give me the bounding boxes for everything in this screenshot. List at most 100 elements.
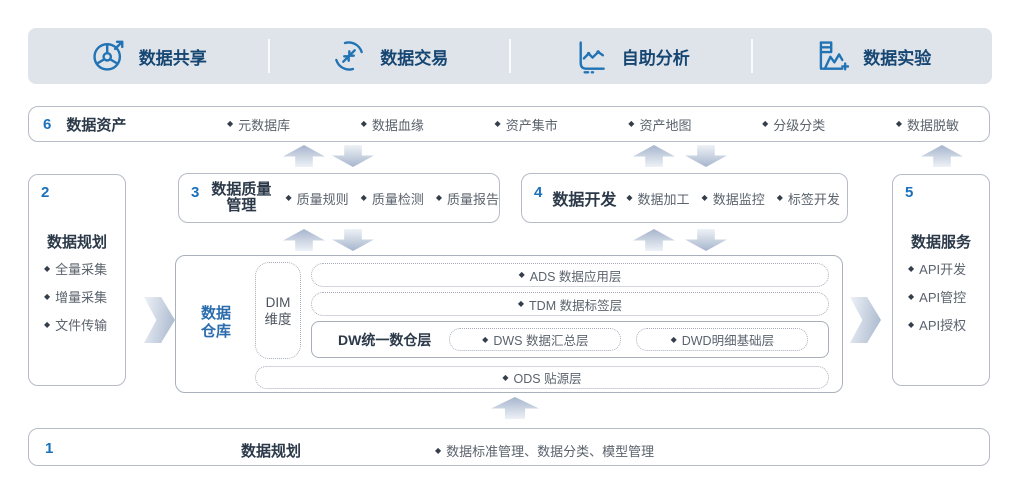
list-item: ◆ 全量采集: [44, 259, 107, 278]
dim-line2: 维度: [264, 311, 292, 327]
item-label: 分级分类: [773, 117, 826, 133]
section-title: 数据质量管理: [207, 182, 275, 214]
diamond-bullet-icon: ◆: [701, 193, 708, 202]
data-collect-box: 2 数据规划 ◆全量采集 ◆增量采集 ◆文件传输: [28, 174, 126, 386]
list-item: ◆ 元数据库: [227, 115, 290, 134]
item-label: 数据血缘: [371, 117, 424, 133]
arrow-right-icon: [850, 297, 881, 343]
title-line2: 仓库: [200, 323, 231, 340]
section-title: 数据规划: [46, 234, 107, 251]
arrow-right-icon: [144, 297, 175, 343]
list-item: ◆ 质量规则: [285, 189, 348, 208]
diamond-bullet-icon: ◆: [494, 119, 501, 128]
diamond-bullet-icon: ◆: [435, 193, 442, 202]
data-asset-row: 6 数据资产 ◆ 元数据库 ◆ 数据血缘 ◆ 资产集市 ◆资产地图 ◆分级分类 ◆数据…: [28, 106, 990, 142]
diamond-bullet-icon: ◆: [518, 270, 525, 279]
diamond-bullet-icon: ◆: [227, 119, 234, 128]
item-label: API管控: [919, 290, 967, 305]
collect-item-list: ◆ 全量采集 ◆ 增量采集 ◆文件传输: [44, 259, 107, 334]
item-label: 数据脱敏: [906, 117, 959, 133]
layer-dws: ◆DWS 数据汇总层: [449, 328, 622, 351]
banner-item-data-sharing: 数据共享: [28, 28, 268, 84]
diamond-bullet-icon: ◆: [626, 193, 633, 202]
diamond-bullet-icon: ◆: [360, 119, 367, 128]
item-label: 标签开发: [787, 191, 840, 207]
diamond-bullet-icon: ◆: [360, 193, 367, 202]
disc-share-icon: [93, 40, 124, 71]
line-chart-icon: [579, 41, 605, 74]
item-label: 增量采集: [55, 290, 108, 305]
title-line1: 数据质量: [211, 181, 272, 198]
banner-item-self-analysis: 自助分析: [511, 28, 751, 84]
diamond-bullet-icon: ◆: [44, 319, 51, 329]
banner-item-label: 数据共享: [138, 48, 207, 68]
item-label: API授权: [919, 318, 967, 333]
banner-item-label: 数据交易: [380, 48, 449, 68]
list-item: ◆数据脱敏: [896, 115, 959, 134]
arrow-down-icon: [685, 229, 727, 251]
banner-item-data-trading: 数据交易: [270, 28, 510, 84]
list-item: ◆资产地图: [628, 115, 691, 134]
data-quality-box: 3 数据质量管理 ◆ 质量规则 ◆ 质量检测 ◆质量报告: [178, 173, 500, 223]
list-item: ◆文件传输: [44, 315, 107, 334]
section-number: 1: [45, 440, 54, 457]
section-number: 3: [191, 184, 200, 201]
list-item: ◆ 质量检测: [361, 189, 424, 208]
item-label: 数据加工: [637, 191, 690, 207]
list-item: ◆质量报告: [436, 189, 499, 208]
item-label: 元数据库: [238, 117, 291, 133]
list-item: ◆ API授权: [908, 315, 966, 334]
list-item: ◆数据标准管理、数据分类、模型管理: [435, 441, 654, 460]
arrow-up-icon: [633, 229, 675, 251]
title-line2: 管理: [226, 197, 257, 214]
experiment-chart-icon: [819, 41, 850, 71]
item-label: 质量规则: [296, 191, 349, 207]
arrow-down-icon: [332, 229, 374, 251]
list-item: ◆ 数据加工: [626, 189, 689, 208]
section-number: 4: [534, 184, 543, 201]
data-plan-row: 1 数据规划 ◆数据标准管理、数据分类、模型管理: [28, 428, 990, 466]
item-label: TDM 数据标签层: [529, 298, 623, 313]
list-item: ◆ 数据血缘: [361, 115, 424, 134]
item-label: 全量采集: [55, 262, 108, 277]
service-item-list: ◆API开发 ◆ API管控 ◆ API授权: [908, 259, 966, 334]
quality-item-list: ◆ 质量规则 ◆ 质量检测 ◆质量报告: [285, 189, 499, 208]
divider: [509, 39, 511, 73]
dim-line1: DIM: [265, 294, 291, 310]
diamond-bullet-icon: ◆: [44, 263, 51, 273]
dim-dimension-box: DIM 维度: [255, 262, 301, 359]
arrow-up-icon: [921, 145, 963, 167]
layer-label: ◆DWD明细基础层: [671, 330, 775, 349]
diamond-bullet-icon: ◆: [285, 193, 292, 202]
item-label: API开发: [919, 262, 967, 277]
data-dev-box: 4 数据开发 ◆数据加工 ◆数据监控 ◆标签开发: [521, 173, 848, 223]
warehouse-title: 数据仓库: [190, 305, 242, 341]
divider: [267, 39, 270, 73]
exchange-arrows-icon: [335, 41, 364, 71]
banner-item-label: 数据实验: [863, 48, 932, 68]
item-label: 资产地图: [639, 117, 692, 133]
diamond-bullet-icon: ◆: [908, 319, 915, 329]
section-number: 6: [43, 115, 52, 133]
diamond-bullet-icon: ◆: [670, 334, 677, 344]
arrow-up-icon: [491, 397, 539, 419]
banner-item-data-experiment: 数据实验: [753, 28, 993, 84]
section-title: 数据服务: [910, 234, 971, 251]
arrow-up-icon: [633, 145, 675, 167]
section-title: 数据资产: [66, 116, 127, 134]
section-number: 5: [905, 184, 914, 201]
diamond-bullet-icon: ◆: [502, 372, 509, 382]
list-item: ◆数据监控: [702, 189, 765, 208]
layer-dw: DW统一数仓层 ◆DWS 数据汇总层 ◆DWD明细基础层: [311, 321, 829, 358]
item-label: 质量检测: [371, 191, 424, 207]
diamond-bullet-icon: ◆: [908, 291, 915, 301]
title-line1: 数据: [200, 305, 231, 322]
item-label: 数据标准管理、数据分类、模型管理: [446, 444, 655, 459]
arrow-down-icon: [685, 145, 727, 167]
list-item: ◆分级分类: [762, 115, 825, 134]
data-warehouse-box: 数据仓库 DIM 维度 ◆ADS 数据应用层 ◆TDM 数据标签层 DW统一数仓…: [175, 255, 843, 393]
list-item: ◆API开发: [908, 259, 966, 278]
item-label: 资产集市: [505, 117, 558, 133]
arrow-up-icon: [283, 229, 325, 251]
